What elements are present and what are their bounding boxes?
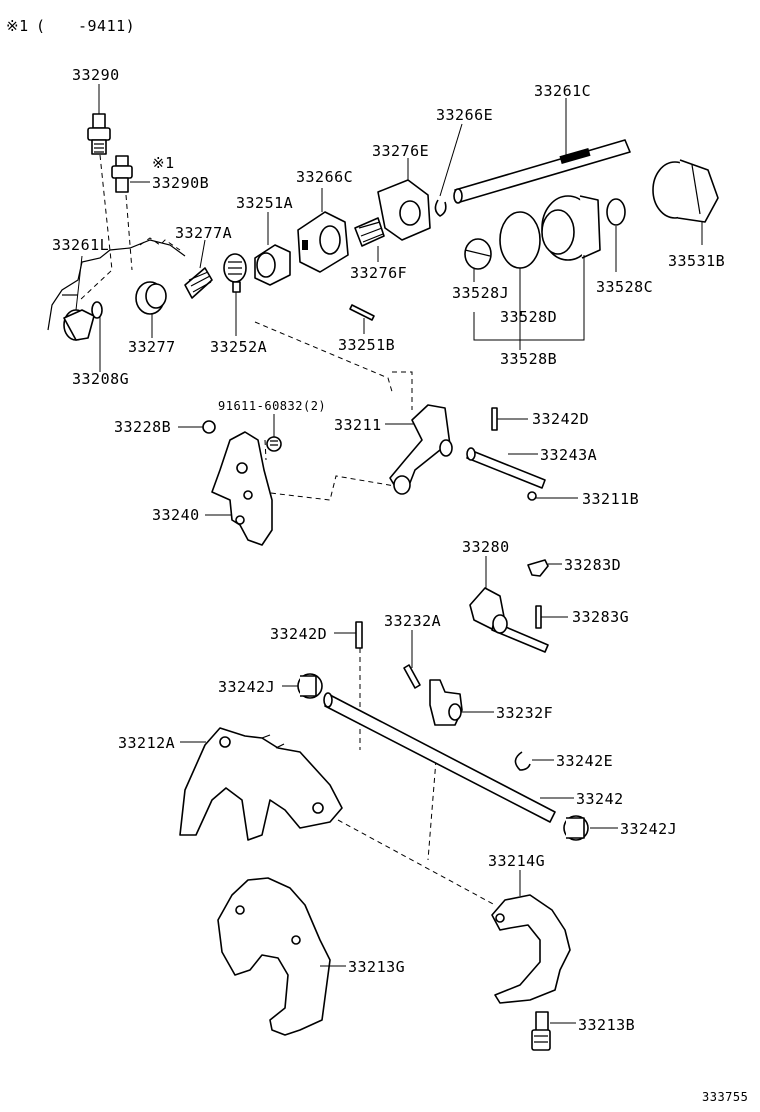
- part-33266C-hub[interactable]: [297, 211, 349, 273]
- label-33251B: 33251B: [338, 336, 395, 354]
- label-33280: 33280: [462, 538, 510, 556]
- part-33242E-clip[interactable]: [514, 751, 531, 771]
- part-33213G-fork[interactable]: [217, 877, 331, 1036]
- case-outline: [47, 239, 186, 331]
- label-33528C: 33528C: [596, 278, 653, 296]
- label-33211B: 33211B: [582, 490, 639, 508]
- part-33211B-ball[interactable]: [527, 491, 537, 501]
- part-33276F-spring[interactable]: [354, 217, 385, 247]
- part-33232A-key[interactable]: [403, 664, 421, 689]
- part-33252A-gear[interactable]: [223, 253, 247, 293]
- part-33283D-plug[interactable]: [527, 559, 549, 577]
- part-33208G-ring[interactable]: [91, 301, 103, 319]
- part-33251B-key[interactable]: [349, 304, 375, 321]
- part-33283G-pin[interactable]: [535, 605, 542, 629]
- label-33283G: 33283G: [572, 608, 629, 626]
- part-33290-switch[interactable]: [87, 113, 111, 155]
- label-33290B: 33290B: [152, 174, 209, 192]
- label-33243A: 33243A: [540, 446, 597, 464]
- part-33528D-ring[interactable]: [499, 211, 541, 269]
- label-33213G: 33213G: [348, 958, 405, 976]
- label-33531B: 33531B: [668, 252, 725, 270]
- part-33280-shifter[interactable]: [469, 587, 549, 653]
- part-33242J-bushing-right[interactable]: [563, 815, 589, 841]
- label-33242J-right: 33242J: [620, 820, 677, 838]
- label-33214G: 33214G: [488, 852, 545, 870]
- label-33266E: 33266E: [436, 106, 493, 124]
- applicability-note: ※1 ( -9411): [6, 17, 135, 35]
- part-33290B-switch[interactable]: [111, 155, 133, 193]
- label-33213B: 33213B: [578, 1016, 635, 1034]
- label-33251A: 33251A: [236, 194, 293, 212]
- part-33528C-ring[interactable]: [606, 198, 626, 226]
- note-range: -9411): [78, 17, 135, 35]
- assembly-lines: [79, 154, 496, 906]
- part-33242D-pin-mid[interactable]: [355, 621, 363, 649]
- part-33261C-shaft[interactable]: [453, 139, 631, 204]
- label-33242D-mid: 33242D: [270, 625, 327, 643]
- label-33528D: 33528D: [500, 308, 557, 326]
- part-labels: 33290 33290B ※1 33261L 33208G 33277 3327…: [52, 66, 725, 1034]
- part-33251A-gear[interactable]: [254, 244, 291, 286]
- part-33266E-ring[interactable]: [434, 199, 447, 217]
- part-33213B-bolt[interactable]: [531, 1011, 551, 1051]
- note-mark: ※1: [6, 17, 29, 35]
- part-33277-bushing[interactable]: [135, 281, 167, 315]
- label-91611-60832: 91611-60832(2): [218, 399, 326, 413]
- label-33528B: 33528B: [500, 350, 557, 368]
- label-33528J: 33528J: [452, 284, 509, 302]
- label-33232A: 33232A: [384, 612, 441, 630]
- part-33228B-ball[interactable]: [202, 420, 216, 434]
- label-33242E: 33242E: [556, 752, 613, 770]
- label-33290: 33290: [72, 66, 120, 84]
- label-33261L: 33261L: [52, 236, 109, 254]
- bracket-33528B: [473, 255, 585, 350]
- part-33242-shaft[interactable]: [323, 692, 556, 823]
- label-33211: 33211: [334, 416, 382, 434]
- label-33277: 33277: [128, 338, 176, 356]
- part-33528B-sleeve[interactable]: [541, 195, 601, 261]
- label-33290B-mark: ※1: [152, 154, 175, 172]
- leader-lines: [75, 84, 703, 1024]
- part-33240-lever[interactable]: [211, 431, 273, 546]
- label-33232F: 33232F: [496, 704, 553, 722]
- part-33211-lever[interactable]: [389, 404, 453, 495]
- label-33276E: 33276E: [372, 142, 429, 160]
- label-33228B: 33228B: [114, 418, 171, 436]
- part-33261L-gear[interactable]: [63, 309, 95, 341]
- label-33266C: 33266C: [296, 168, 353, 186]
- label-33261C: 33261C: [534, 82, 591, 100]
- part-33232F-head[interactable]: [429, 679, 463, 726]
- label-33252A: 33252A: [210, 338, 267, 356]
- part-33531B-boot[interactable]: [652, 159, 719, 223]
- part-33214G-fork[interactable]: [491, 894, 571, 1004]
- label-33277A: 33277A: [175, 224, 232, 242]
- note-open: (: [36, 17, 46, 35]
- diagram-number: 333755: [702, 1090, 748, 1104]
- label-33283D: 33283D: [564, 556, 621, 574]
- label-33242: 33242: [576, 790, 624, 808]
- part-33242D-pin-top[interactable]: [491, 407, 498, 431]
- part-33212A-fork[interactable]: [179, 727, 343, 841]
- part-33276E-synchro[interactable]: [377, 179, 431, 241]
- label-33242D-top: 33242D: [532, 410, 589, 428]
- label-33208G: 33208G: [72, 370, 129, 388]
- label-33212A: 33212A: [118, 734, 175, 752]
- label-33276F: 33276F: [350, 264, 407, 282]
- part-33243A-shaft[interactable]: [466, 447, 546, 489]
- part-33277A-spring[interactable]: [184, 267, 213, 299]
- part-33242J-bushing-left[interactable]: [297, 673, 323, 699]
- part-33528J-bushing[interactable]: [464, 238, 492, 270]
- label-33240: 33240: [152, 506, 200, 524]
- label-33242J-left: 33242J: [218, 678, 275, 696]
- part-91611-bolt[interactable]: [266, 436, 282, 452]
